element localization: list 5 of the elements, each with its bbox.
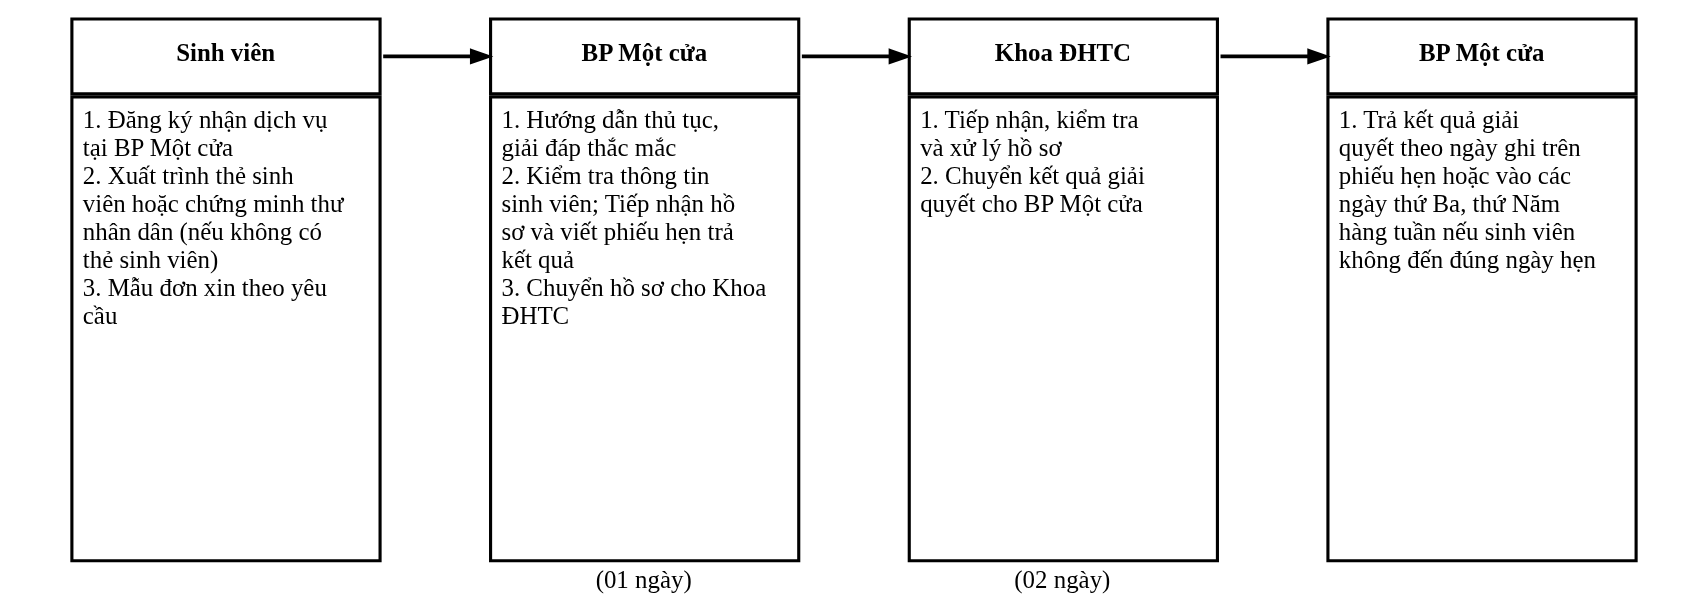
arrow: [1220, 48, 1331, 65]
node-label: (02 ngày): [1014, 566, 1111, 594]
arrow: [383, 48, 494, 65]
arrow: [801, 48, 913, 65]
node-label: (01 ngày): [595, 566, 692, 594]
